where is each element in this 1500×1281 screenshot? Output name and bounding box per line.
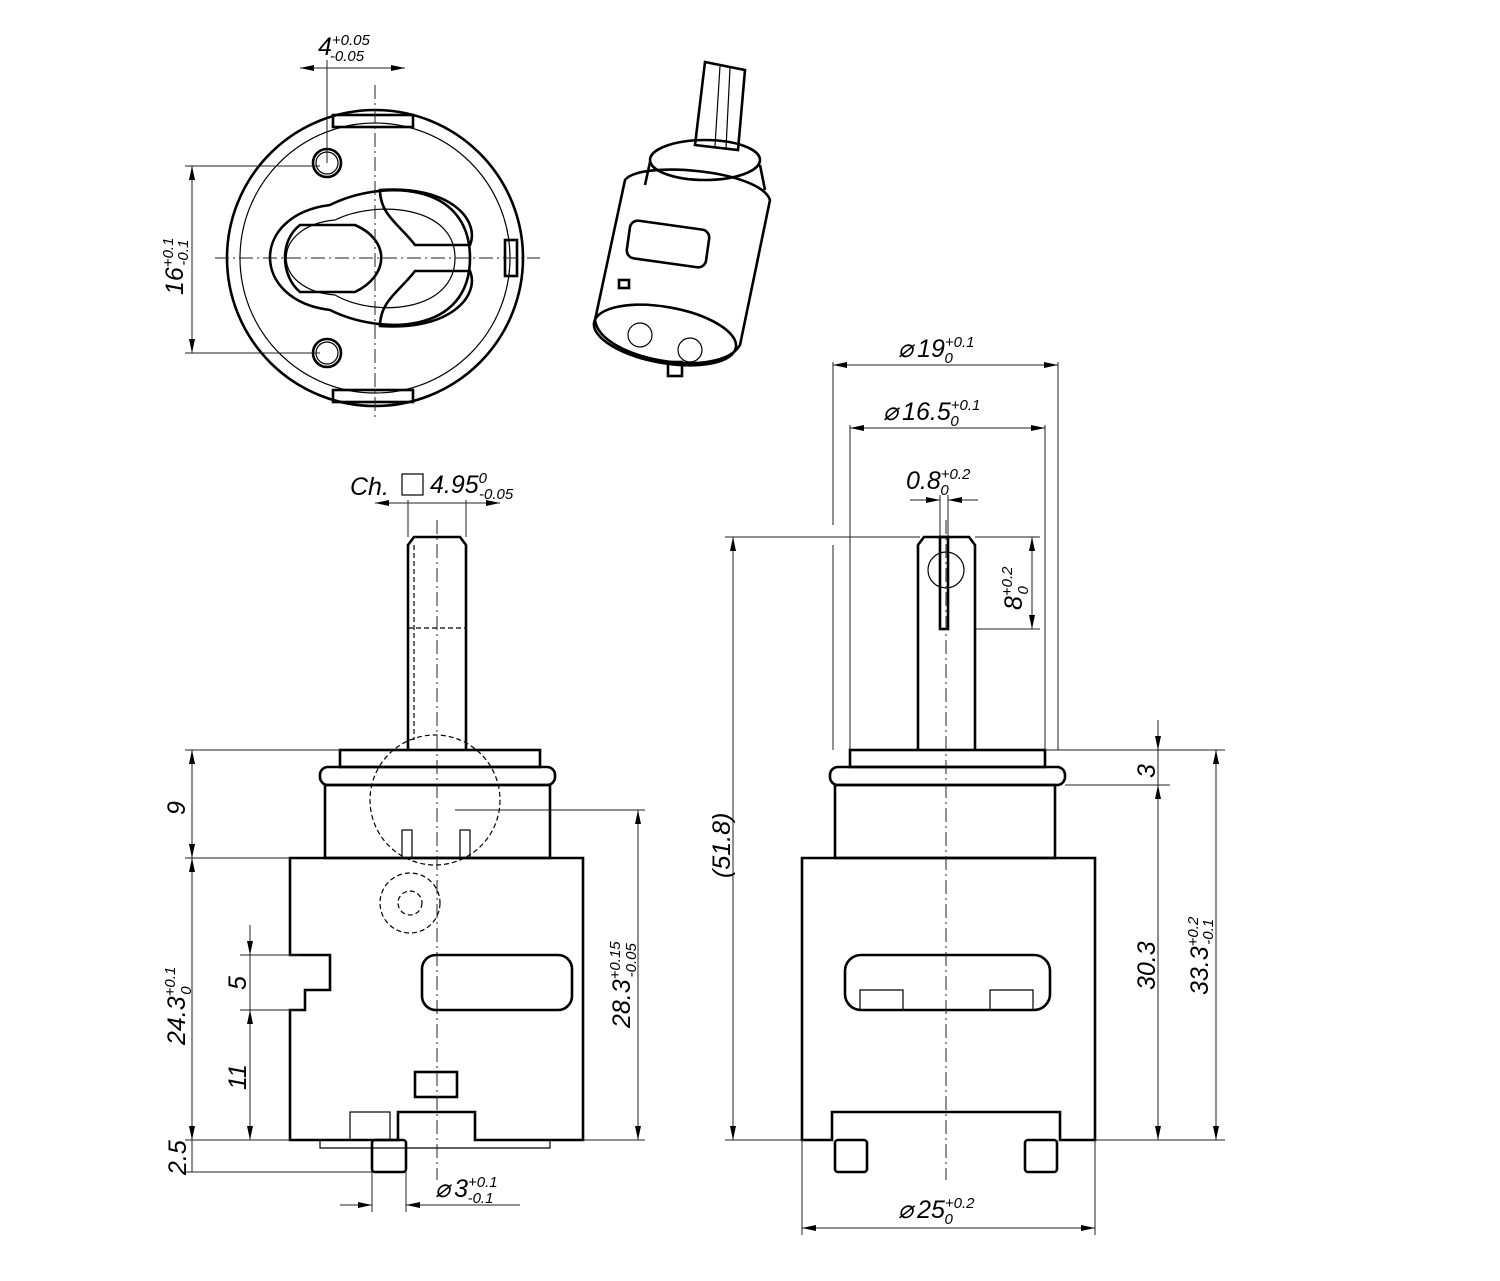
dim-slot-depth: 8+0.20 (999, 566, 1032, 610)
dim-body-30-3: 30.3 (1133, 941, 1161, 990)
dim-pin-2-5: 2.5 (164, 1140, 192, 1176)
top-view (185, 60, 540, 420)
dim-upper-9: 9 (163, 801, 191, 815)
front-view (185, 500, 645, 1212)
isometric-view (592, 60, 772, 378)
dim-pin-spacing: 16+0.1-0.1 (160, 238, 192, 295)
dim-body-33-3: 33.3+0.2-0.1 (1185, 916, 1217, 995)
dim-cap-height: 3 (1133, 764, 1161, 778)
square-symbol-icon (401, 473, 424, 496)
dim-stem-size: 4.950-0.05 (430, 470, 514, 503)
dimension-labels: 4+0.05-0.05 16+0.1-0.1 Ch. 4.950-0.05 ⌀1… (160, 32, 1217, 1228)
dim-block-24-3: 24.3+0.10 (162, 967, 195, 1046)
side-view (725, 362, 1225, 1235)
dim-total-height: (51.8) (708, 813, 736, 878)
dim-pin-dia-3: ⌀3+0.1-0.1 (435, 1174, 498, 1207)
dim-stem-chamfer: Ch. (350, 473, 389, 501)
dim-notch-5: 5 (224, 976, 252, 990)
dim-height-28-3: 28.3+0.15-0.05 (607, 941, 640, 1029)
dim-pin-offset: 4+0.05-0.05 (318, 32, 371, 65)
dim-notch-11: 11 (224, 1064, 252, 1090)
